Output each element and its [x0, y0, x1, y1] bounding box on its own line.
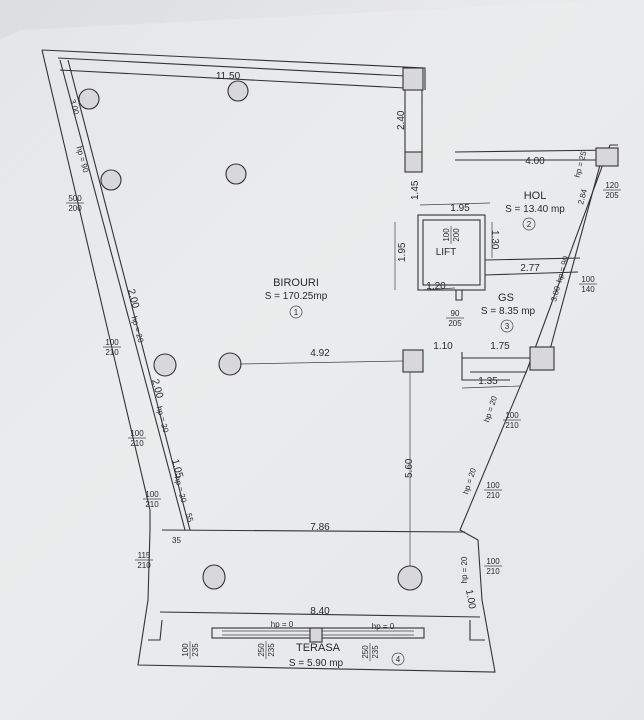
opening-height: 210 — [486, 491, 500, 500]
room-number: 3 — [505, 322, 510, 331]
dim-lift-side: 1.30 — [489, 230, 500, 250]
opening-height: 140 — [581, 285, 595, 294]
room-number: 4 — [396, 655, 401, 664]
dim-gs-right: 3.00 — [549, 285, 562, 303]
dim-lift-height: 1.95 — [397, 242, 408, 262]
dim-left-d: 55 — [184, 512, 195, 523]
lift-label: LIFT — [436, 247, 457, 258]
opening-height: 200 — [68, 204, 82, 213]
room-name: BIROURI — [273, 277, 319, 289]
columns — [78, 67, 619, 643]
dim-hol-top: 4.00 — [525, 156, 545, 167]
opening-width: 100 — [181, 643, 190, 657]
dim-hol-right: 2.84 — [576, 188, 589, 206]
opening-height: 210 — [505, 421, 519, 430]
opening-width: 100 — [581, 275, 595, 284]
dim-lift-bottom: 1.20 — [426, 281, 446, 292]
dim-right-top: 2.40 — [396, 110, 407, 130]
opening-height: 210 — [486, 567, 500, 576]
dim-left-e: 35 — [172, 536, 181, 545]
room-number: 2 — [527, 220, 532, 229]
dim-vertical: 5.60 — [404, 458, 415, 478]
opening-width: 115 — [138, 551, 151, 560]
room-birouri: BIROURI S = 170.25mp 1 — [265, 277, 328, 319]
room-gs: GS S = 8.35 mp 3 — [481, 292, 536, 333]
room-terasa: TERASA S = 5.90 mp 4 — [289, 642, 405, 669]
dim-mid: 7.86 — [310, 522, 330, 533]
opening-height: 210 — [105, 348, 119, 357]
opening-height: 235 — [267, 643, 276, 657]
dim-top: 11.50 — [216, 71, 241, 82]
opening-width: 250 — [257, 643, 266, 657]
opening-height: 235 — [191, 643, 200, 657]
opening-width: 100 — [130, 429, 144, 438]
room-name: TERASA — [296, 642, 341, 654]
room-area: S = 5.90 mp — [289, 658, 344, 669]
walls — [41, 49, 618, 673]
dim-left-c: 1.05 — [169, 458, 185, 480]
opening-height: 235 — [371, 645, 380, 659]
room-name: GS — [498, 292, 514, 304]
room-number: 1 — [294, 308, 299, 317]
opening-width: 100 — [105, 338, 119, 347]
opening-height: 205 — [448, 319, 462, 328]
room-area: S = 170.25mp — [265, 291, 328, 302]
opening-width: 100 — [505, 411, 519, 420]
dim-gs-top: 2.77 — [520, 263, 540, 274]
opening-height: 205 — [605, 191, 619, 200]
opening-width: 100 — [486, 557, 500, 566]
dim-left-top: 3.00 — [68, 98, 81, 116]
dimension-lines — [239, 202, 521, 566]
opening-width: 100 — [442, 228, 451, 242]
room-area: S = 8.35 mp — [481, 306, 536, 317]
room-area: S = 13.40 mp — [505, 204, 565, 215]
opening-height: 200 — [452, 228, 461, 242]
dim-left-a: 2.00 — [125, 288, 141, 310]
dim-gs-c: 1.35 — [478, 376, 498, 387]
opening-width: 100 — [486, 481, 500, 490]
room-name: HOL — [524, 190, 547, 202]
opening-width: 120 — [605, 181, 619, 190]
dimensions: 11.50 3.00 2.40 4.00 1.45 1.95 1.95 1.30… — [68, 71, 589, 617]
dim-gs-b: 1.75 — [490, 341, 510, 352]
opening-width: 250 — [361, 645, 370, 659]
sill-height-label: hp = 0 — [271, 620, 294, 629]
room-hol: HOL S = 13.40 mp 2 — [505, 190, 565, 231]
dim-left-b: 2.00 — [149, 378, 165, 400]
dim-lift-width: 1.95 — [450, 203, 470, 214]
opening-width: 500 — [68, 194, 82, 203]
opening-width: 100 — [145, 490, 159, 499]
dim-beam: 4.92 — [310, 348, 330, 359]
dim-gs-a: 1.10 — [433, 341, 453, 352]
opening-height: 210 — [130, 439, 144, 448]
sill-height-label: hp = 20 — [460, 556, 469, 583]
sill-height-label: hp = 0 — [372, 622, 395, 631]
dim-bottom: 8.40 — [310, 606, 330, 617]
opening-height: 210 — [145, 500, 159, 509]
dim-hol-left: 1.45 — [410, 180, 421, 200]
opening-width: 90 — [451, 309, 460, 318]
dim-right-low: 1.00 — [463, 589, 477, 611]
opening-height: 210 — [137, 561, 151, 570]
